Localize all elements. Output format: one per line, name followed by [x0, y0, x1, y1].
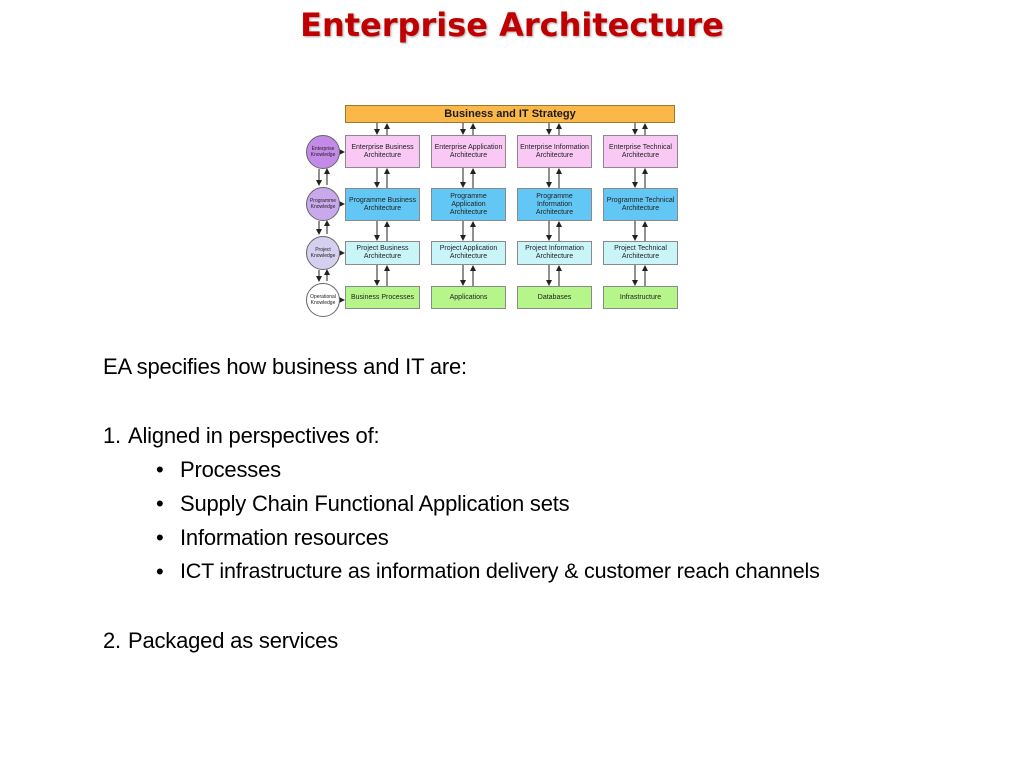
project-application-architecture-box: Project Application Architecture: [431, 241, 506, 265]
intro-text: EA specifies how business and IT are:: [103, 354, 467, 379]
project-knowledge-circle: Project Knowledge: [306, 236, 340, 270]
project-business-architecture-box: Project Business Architecture: [345, 241, 420, 265]
bullet-glyph: •: [156, 525, 164, 550]
ea-diagram: Business and IT Strategy Enterprise Know…: [302, 103, 680, 317]
enterprise-application-architecture-box: Enterprise Application Architecture: [431, 135, 506, 168]
applications-box: Applications: [431, 286, 506, 309]
bullet-item: ICT infrastructure as information delive…: [180, 559, 820, 583]
enterprise-business-architecture-box: Enterprise Business Architecture: [345, 135, 420, 168]
list-number-2: 2.: [103, 628, 121, 653]
bullet-item: Processes: [180, 457, 281, 482]
programme-information-architecture-box: Programme Information Architecture: [517, 188, 592, 221]
programme-business-architecture-box: Programme Business Architecture: [345, 188, 420, 221]
programme-technical-architecture-box: Programme Technical Architecture: [603, 188, 678, 221]
project-technical-architecture-box: Project Technical Architecture: [603, 241, 678, 265]
list-number-1: 1.: [103, 423, 121, 448]
bullet-item: Supply Chain Functional Application sets: [180, 491, 570, 516]
enterprise-technical-architecture-box: Enterprise Technical Architecture: [603, 135, 678, 168]
databases-box: Databases: [517, 286, 592, 309]
operational-knowledge-circle: Operational Knowledge: [306, 283, 340, 317]
enterprise-knowledge-circle: Enterprise Knowledge: [306, 135, 340, 169]
bullet-item: Information resources: [180, 525, 389, 550]
bullet-glyph: •: [156, 491, 164, 516]
slide-title: Enterprise Architecture: [300, 6, 724, 44]
infrastructure-box: Infrastructure: [603, 286, 678, 309]
diagram-arrows: [316, 123, 648, 303]
programme-application-architecture-box: Programme Application Architecture: [431, 188, 506, 221]
list-item-2-text: Packaged as services: [128, 628, 338, 653]
enterprise-information-architecture-box: Enterprise Information Architecture: [517, 135, 592, 168]
bullet-glyph: •: [156, 457, 164, 482]
project-information-architecture-box: Project Information Architecture: [517, 241, 592, 265]
business-it-strategy-bar: Business and IT Strategy: [345, 105, 675, 123]
business-processes-box: Business Processes: [345, 286, 420, 309]
bullet-glyph: •: [156, 559, 164, 584]
list-item-1-text: Aligned in perspectives of:: [128, 423, 380, 448]
programme-knowledge-circle: Programme Knowledge: [306, 187, 340, 221]
